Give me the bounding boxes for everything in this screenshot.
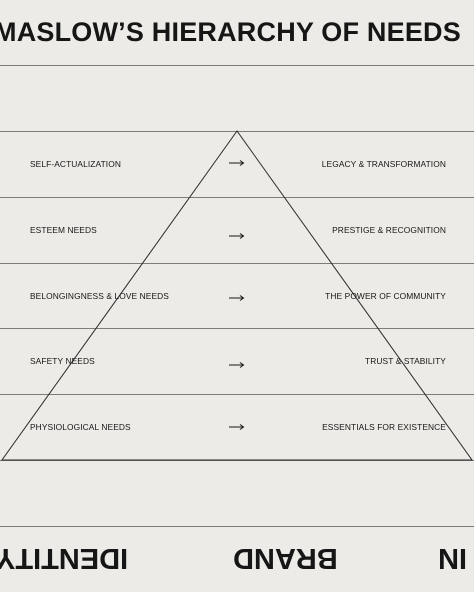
diagram-title: MASLOW’S HIERARCHY OF NEEDS <box>0 17 461 47</box>
divider-line <box>0 65 474 66</box>
brand-label: PRESTIGE & RECOGNITION <box>332 225 446 235</box>
divider-line <box>0 197 474 198</box>
right-arrow-icon <box>229 159 245 167</box>
need-label: ESTEEM NEEDS <box>30 225 97 235</box>
need-label: BELONGINGNESS & LOVE NEEDS <box>30 291 169 301</box>
footer-word-in: IN <box>438 542 467 574</box>
right-arrow-icon <box>229 361 245 369</box>
divider-line <box>0 263 474 264</box>
right-arrow-icon <box>229 294 245 302</box>
right-arrow-icon <box>229 232 245 240</box>
divider-line <box>0 526 474 527</box>
need-label: SAFETY NEEDS <box>30 356 95 366</box>
brand-label: TRUST & STABILITY <box>365 356 446 366</box>
need-label: SELF-ACTUALIZATION <box>30 159 121 169</box>
brand-label: THE POWER OF COMMUNITY <box>325 291 446 301</box>
divider-line <box>0 394 474 395</box>
footer-word-brand: BRAND <box>233 542 338 574</box>
brand-label: LEGACY & TRANSFORMATION <box>321 159 446 169</box>
footer-word-identity: IDENTITY <box>0 542 129 574</box>
brand-label: ESSENTIALS FOR EXISTENCE <box>322 422 446 432</box>
divider-line <box>0 328 474 329</box>
right-arrow-icon <box>229 423 245 431</box>
need-label: PHYSIOLOGICAL NEEDS <box>30 422 131 432</box>
